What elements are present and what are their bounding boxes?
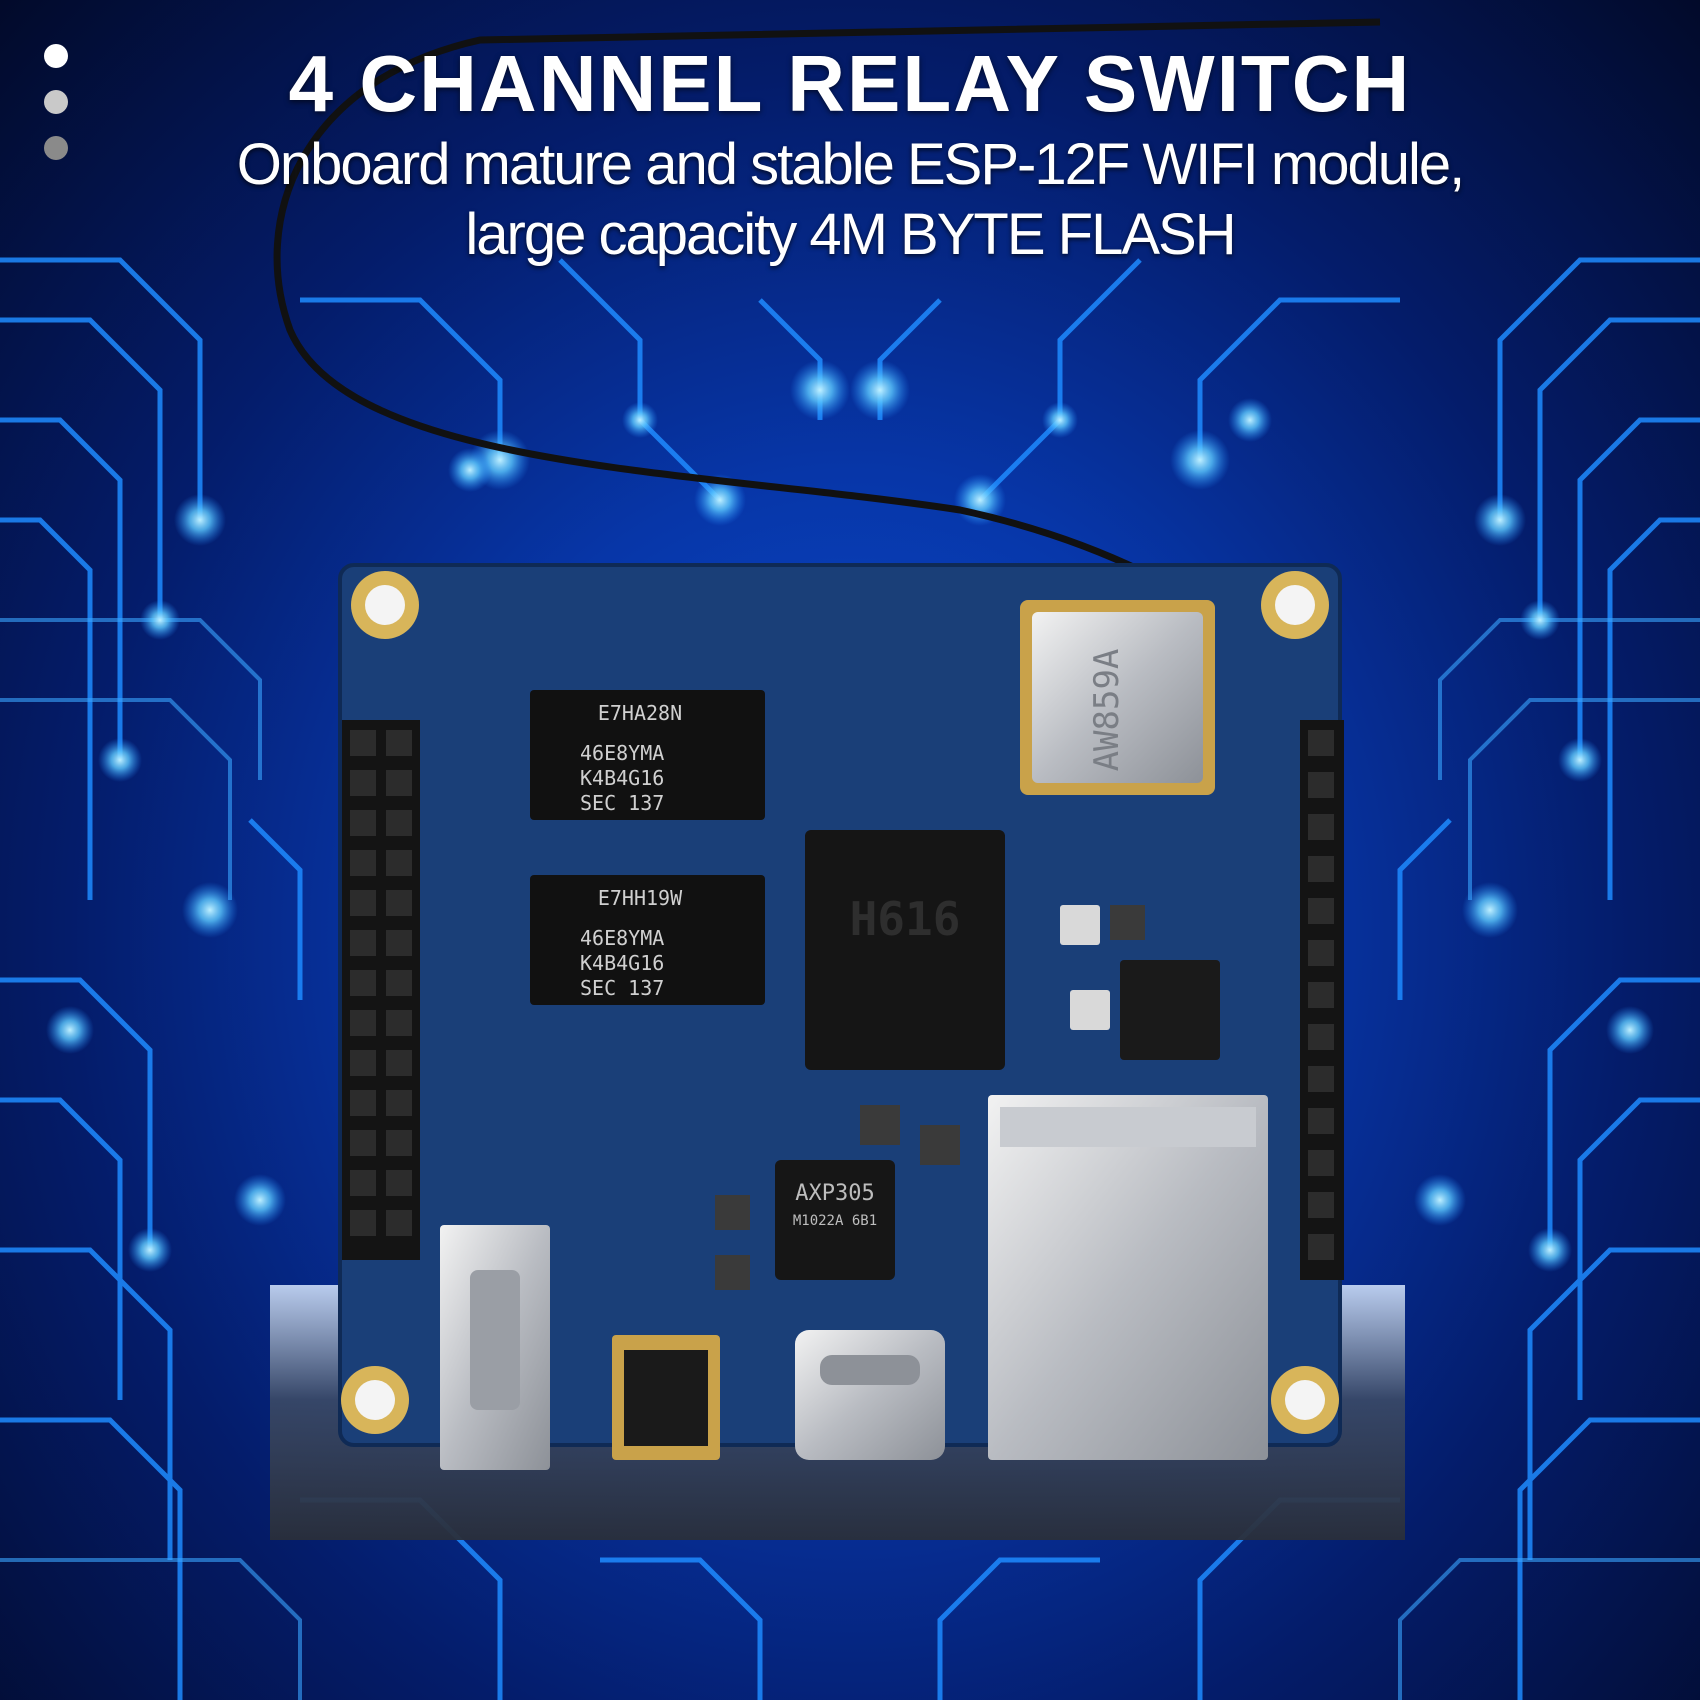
- pmic-line2: M1022A 6B1: [793, 1213, 877, 1229]
- ram-chip-2: [530, 875, 765, 1005]
- circuit-board: E7HA28N 46E8YMA K4B4G16 SEC 137 E7HH19W …: [338, 563, 1344, 1470]
- ethernet-port: [988, 1095, 1268, 1460]
- banner-subtitle-line-2: large capacity 4M BYTE FLASH: [465, 202, 1236, 267]
- ram2-line1: E7HH19W: [598, 886, 683, 910]
- ram2-line4: SEC 137: [580, 976, 664, 1000]
- usb-c-port: [795, 1330, 945, 1460]
- glow-nodes: [46, 360, 1654, 1272]
- pmic-chip: [775, 1160, 895, 1280]
- ram1-line4: SEC 137: [580, 791, 664, 815]
- wifi-module: [1032, 612, 1203, 783]
- ram2-line2: 46E8YMA: [580, 926, 664, 950]
- soc-chip: [805, 830, 1005, 1070]
- ram-chip-1: [530, 690, 765, 820]
- antenna-cable: [273, 18, 1381, 683]
- ram1-line2: 46E8YMA: [580, 741, 664, 765]
- slide-dot-active: [44, 44, 68, 68]
- ram1-line3: K4B4G16: [580, 766, 664, 790]
- soc-label: H616: [850, 892, 961, 946]
- banner-subtitle-line-1: Onboard mature and stable ESP-12F WIFI m…: [236, 132, 1466, 197]
- ram1-line1: E7HA28N: [598, 701, 682, 725]
- slide-dot: [44, 90, 68, 114]
- banner-title: 4 CHANNEL RELAY SWITCH: [288, 39, 1412, 128]
- wifi-module-label: AW859A: [1087, 649, 1127, 772]
- slide-indicator: [44, 44, 68, 182]
- pmic-line1: AXP305: [795, 1181, 874, 1206]
- slide-dot: [44, 136, 68, 160]
- ram2-line3: K4B4G16: [580, 951, 664, 975]
